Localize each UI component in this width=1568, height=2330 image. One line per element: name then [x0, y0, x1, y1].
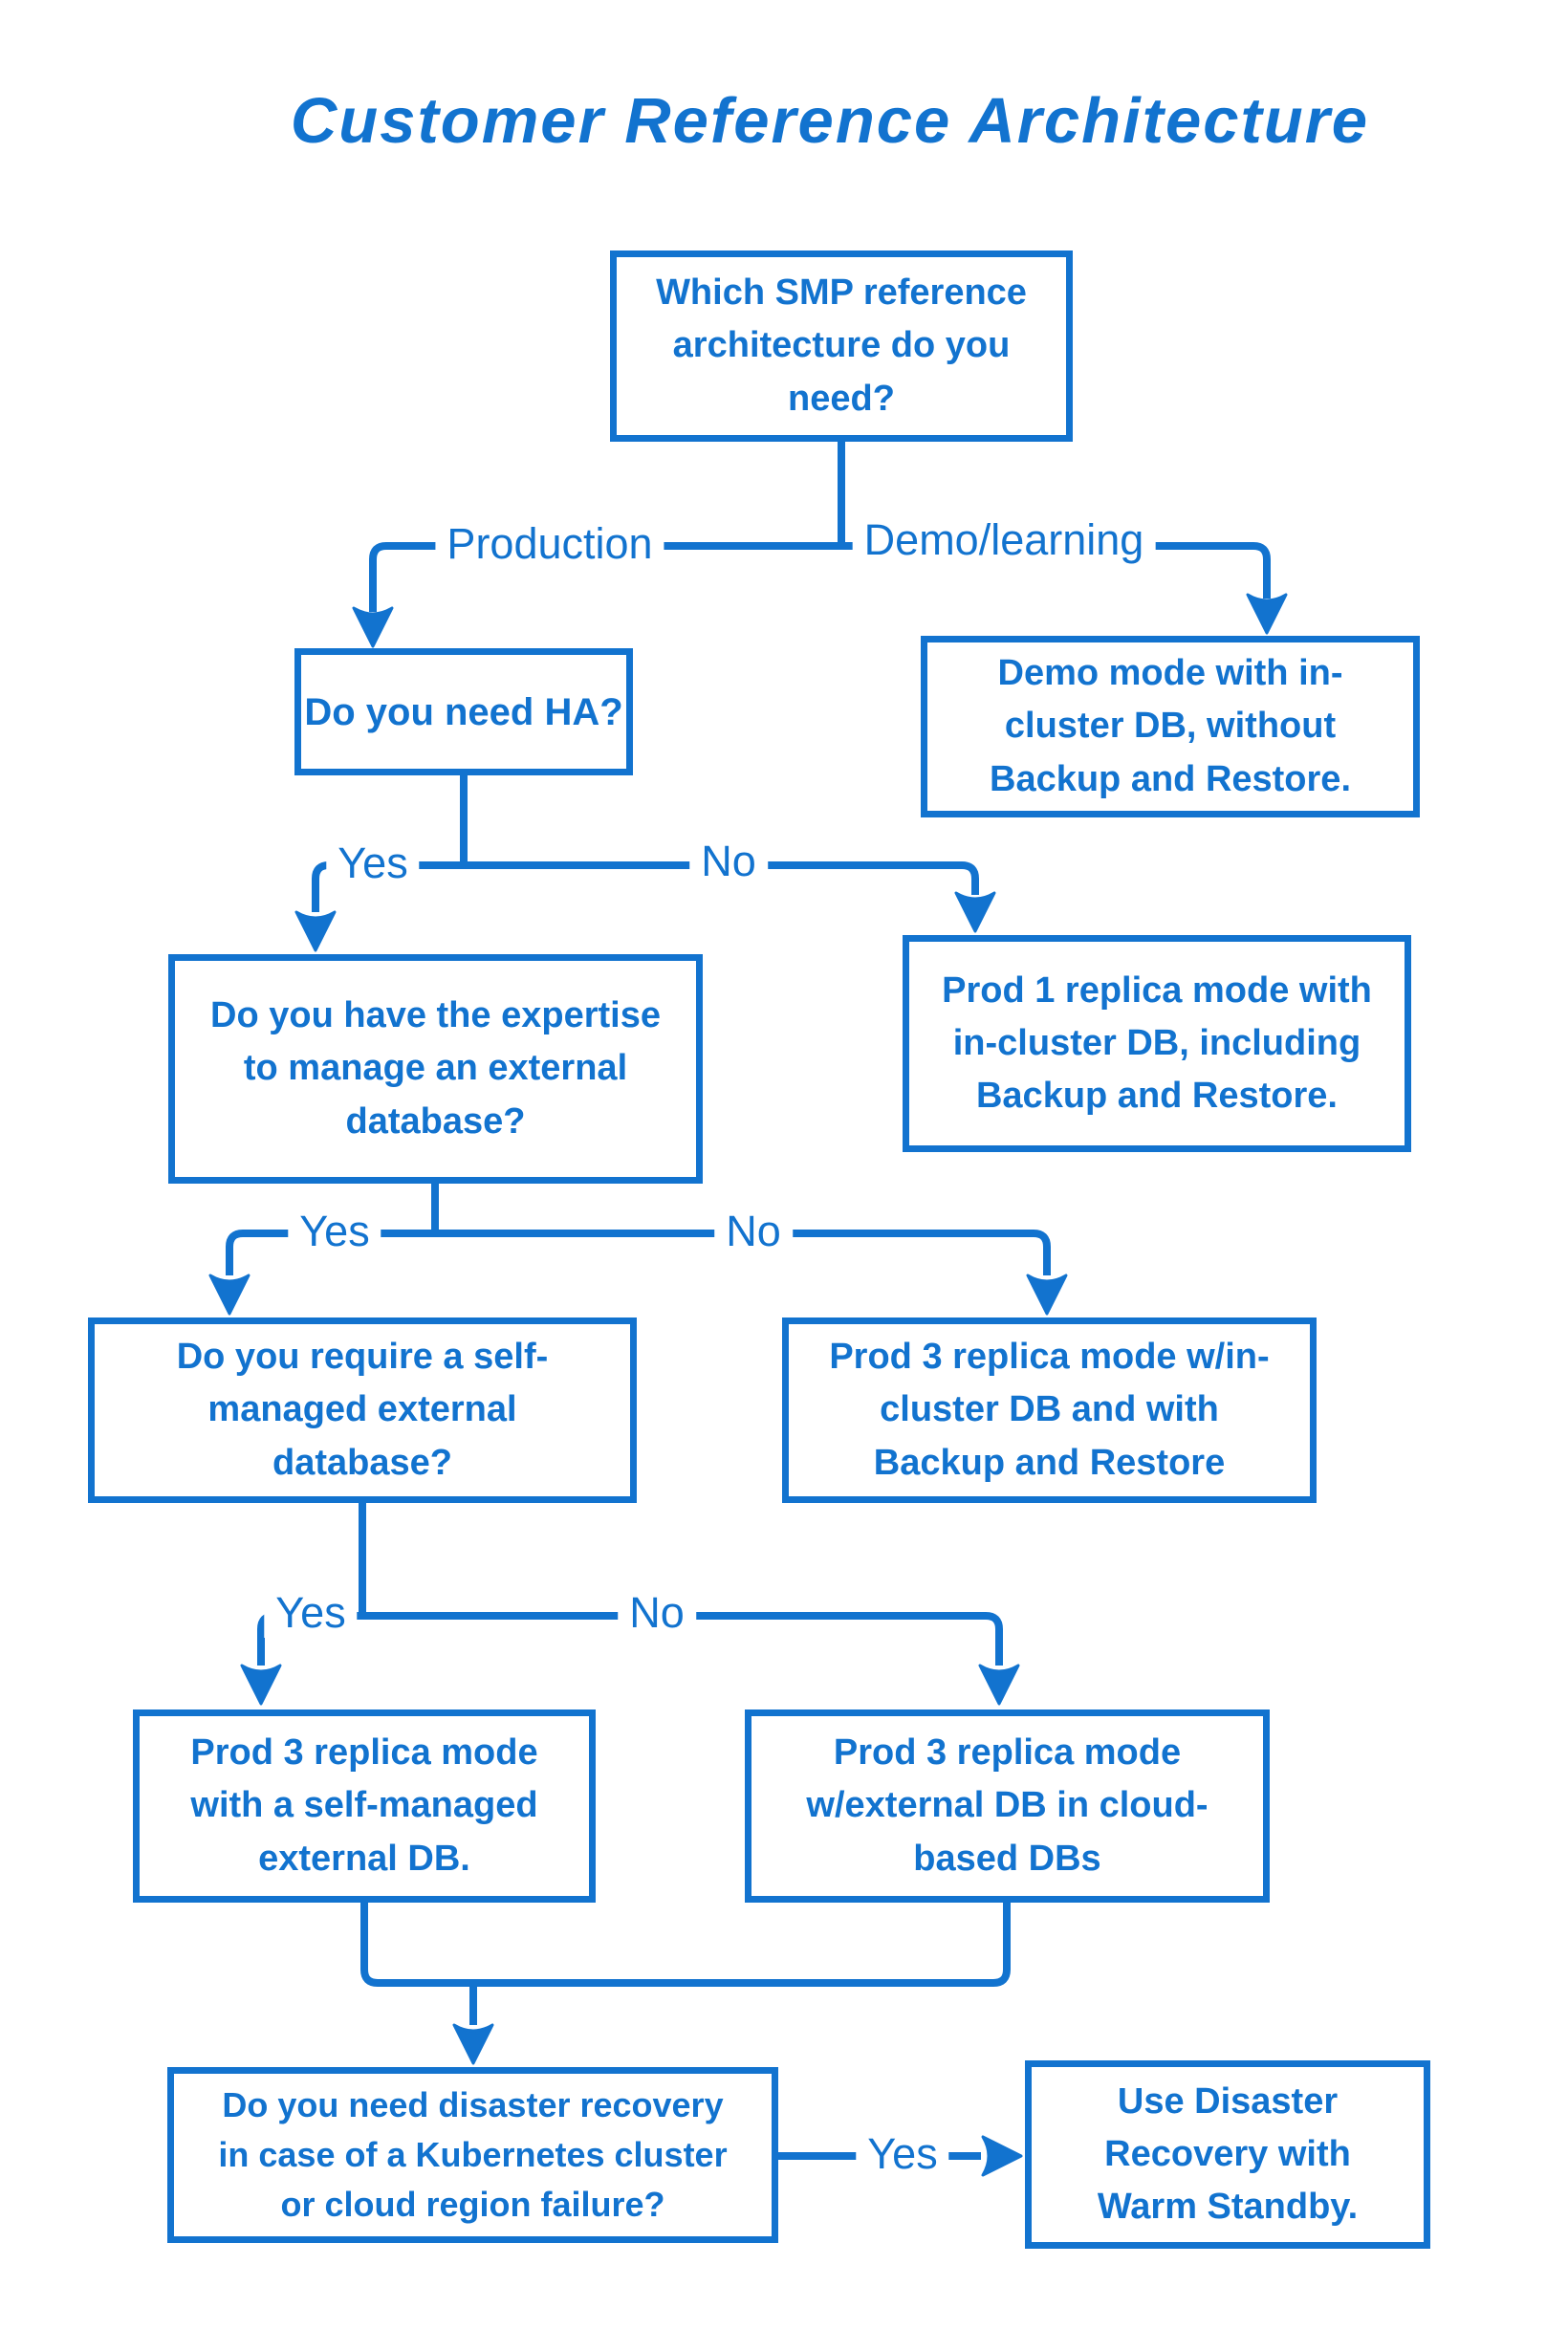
- arrowhead-down-ha: [352, 606, 394, 648]
- node-prod-3-in-cluster: Prod 3 replica mode w/in- cluster DB and…: [782, 1317, 1317, 1503]
- node-q-architecture-text: Which SMP reference architecture do you …: [656, 272, 1027, 419]
- node-prod-3-self-managed-text: Prod 3 replica mode with a self-managed …: [190, 1732, 538, 1879]
- connector-branch-3: [226, 1230, 1051, 1275]
- node-q-expertise-text: Do you have the expertise to manage an e…: [210, 995, 661, 1142]
- node-q-disaster-recovery-text: Do you need disaster recovery in case of…: [218, 2084, 728, 2225]
- node-warm-standby-text: Use Disaster Recovery with Warm Standby.: [1097, 2080, 1359, 2228]
- node-prod-3-in-cluster-text: Prod 3 replica mode w/in- cluster DB and…: [829, 1337, 1270, 1483]
- node-prod-3-cloud: Prod 3 replica mode w/external DB in clo…: [745, 1709, 1270, 1903]
- arrowhead-down-prod1: [954, 891, 996, 933]
- node-q-architecture: Which SMP reference architecture do you …: [610, 250, 1073, 442]
- node-q-disaster-recovery: Do you need disaster recovery in case of…: [167, 2067, 778, 2243]
- connector-merge-left: [360, 1903, 473, 1987]
- edge-label-demo-learning: Demo/learning: [852, 515, 1156, 565]
- connector-merge-right: [473, 1903, 1011, 1987]
- page-title: Customer Reference Architecture: [290, 85, 1370, 157]
- edge-label-yes-2: Yes: [288, 1207, 381, 1256]
- node-q-self-managed-db-text: Do you require a self- managed external …: [176, 1337, 549, 1483]
- arrowhead-down-selfmanaged-q: [208, 1274, 250, 1316]
- connector-branch-2: [312, 861, 979, 912]
- arrowhead-down-disaster: [452, 2023, 494, 2065]
- connector-branch-1: [369, 542, 1271, 612]
- node-prod-1-replica: Prod 1 replica mode with in-cluster DB, …: [903, 935, 1411, 1152]
- edge-label-no-1: No: [689, 837, 768, 886]
- edge-label-yes-1: Yes: [326, 838, 420, 888]
- arrowhead-down-demo: [1246, 593, 1288, 635]
- arrowhead-down-prod3-incluster: [1026, 1274, 1068, 1316]
- edge-label-no-3: No: [618, 1588, 696, 1638]
- arrowhead-down-expertise: [294, 910, 337, 952]
- edge-label-yes-4: Yes: [856, 2129, 949, 2179]
- node-prod-1-replica-text: Prod 1 replica mode with in-cluster DB, …: [942, 969, 1372, 1117]
- edge-label-no-2: No: [714, 1207, 793, 1256]
- node-q-ha-text: Do you need HA?: [304, 690, 623, 733]
- node-q-expertise: Do you have the expertise to manage an e…: [168, 954, 703, 1184]
- edge-label-yes-3: Yes: [264, 1588, 358, 1638]
- node-prod-3-self-managed: Prod 3 replica mode with a self-managed …: [133, 1709, 596, 1903]
- arrowhead-down-prod3-selfmanaged: [240, 1664, 282, 1706]
- node-q-self-managed-db: Do you require a self- managed external …: [88, 1317, 637, 1503]
- node-demo-mode: Demo mode with in- cluster DB, without B…: [921, 636, 1420, 817]
- node-warm-standby: Use Disaster Recovery with Warm Standby.: [1025, 2060, 1430, 2249]
- node-q-ha: Do you need HA?: [294, 648, 633, 775]
- node-demo-mode-text: Demo mode with in- cluster DB, without B…: [990, 653, 1351, 799]
- node-prod-3-cloud-text: Prod 3 replica mode w/external DB in clo…: [806, 1732, 1209, 1879]
- edge-label-production: Production: [435, 519, 664, 569]
- arrowhead-right-warm-standby: [981, 2135, 1023, 2177]
- arrowhead-down-prod3-cloud: [978, 1664, 1020, 1706]
